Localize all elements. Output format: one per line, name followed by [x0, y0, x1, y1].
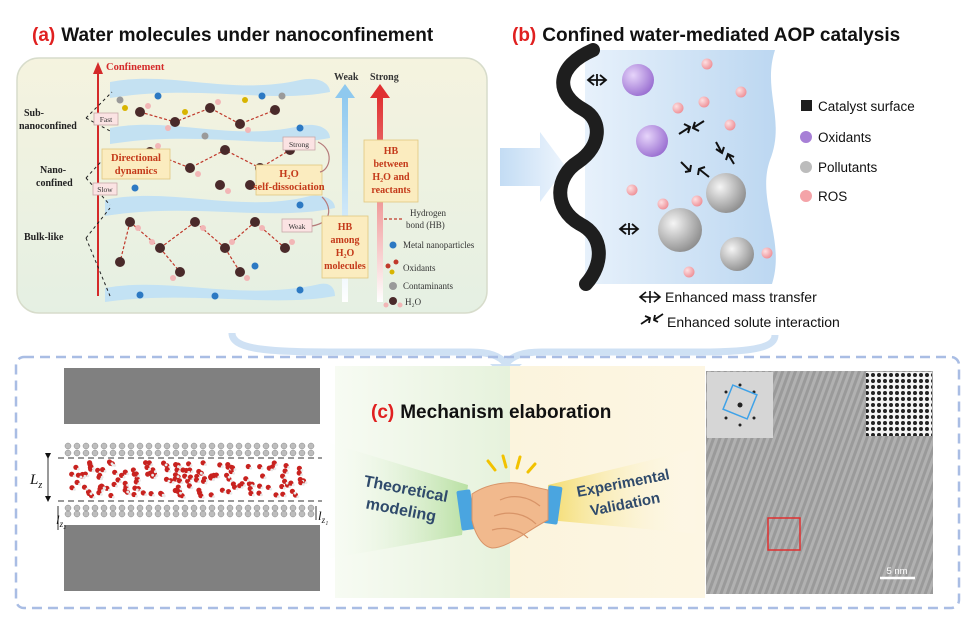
- fft-spots: [724, 383, 756, 427]
- oxidant-spheres: [622, 64, 668, 157]
- hb-between-line-4: reactants: [371, 185, 410, 196]
- directional-line-2: dynamics: [115, 166, 158, 177]
- hb-among-line-3: H₂O: [336, 248, 355, 259]
- oxidant-legend-icon: [385, 259, 399, 275]
- weak-arrow-head: [335, 84, 355, 98]
- directional-dynamics-box: [101, 148, 171, 180]
- fast-tag: [93, 112, 119, 126]
- catalyst-surface: [553, 43, 606, 291]
- pollutant-legend-dot-icon: [800, 161, 812, 173]
- hb-among-box: [321, 215, 369, 279]
- lz-label: Lz: [29, 472, 42, 491]
- legend-pollutants: Pollutants: [818, 160, 878, 175]
- panel-c-title: (c)Mechanism elaboration: [371, 402, 611, 423]
- oxidant-legend-dot-icon: [800, 131, 812, 143]
- lower-graphite-slab: [64, 525, 320, 591]
- region-sub-label-1: Sub-: [24, 108, 44, 119]
- legend-oxidants: Oxidants: [818, 130, 872, 145]
- panel-a-title: (a)Water molecules under nanoconfinement: [32, 25, 434, 46]
- slow-label: Slow: [97, 185, 113, 194]
- region-bulk-label: Bulk-like: [24, 232, 64, 243]
- selected-region-box: [767, 517, 801, 551]
- self-dissociation-box: [255, 164, 323, 196]
- region-sub-label-2: nanoconfined: [19, 121, 77, 132]
- experiment-ribbon: [548, 448, 700, 534]
- pollutant-spheres: [658, 173, 754, 271]
- lattice-inset: [866, 372, 932, 436]
- hb-among-line-2: among: [331, 235, 360, 246]
- ros-legend-dot-icon: [800, 190, 812, 202]
- solute-interaction-arrows: [678, 120, 735, 178]
- graphene-atom-rows: [64, 442, 315, 518]
- note-solute-interaction: Enhanced solute interaction: [667, 314, 840, 330]
- weak-arrow-shaft: [342, 96, 348, 302]
- relation-curves: [311, 141, 330, 227]
- legend-water: H₂O: [405, 297, 422, 307]
- strong-tag: [282, 136, 316, 151]
- legend-hb-line-2: bond (HB): [406, 220, 445, 230]
- upper-graphite-slab: [64, 368, 320, 424]
- hb-among-line-4: molecules: [324, 261, 366, 272]
- water-molecule-legend-icon: [383, 297, 403, 308]
- water-layer-waves: [105, 78, 335, 302]
- panel-b-legend: Catalyst surface Oxidants Pollutants ROS: [800, 99, 915, 204]
- legend-metal: Metal nanoparticles: [403, 240, 475, 250]
- panel-c-frame: [14, 355, 961, 610]
- lz2-label: lz₂: [56, 512, 66, 529]
- panel-a: Confinement Sub- nanoconfined Nano- conf…: [16, 57, 488, 314]
- hb-among-line-1: HB: [338, 222, 353, 233]
- self-dissociation-line-2: self-dissociation: [253, 182, 324, 193]
- scale-bar-label: 5 nm: [886, 566, 907, 577]
- fast-label: Fast: [100, 115, 113, 124]
- mass-transfer-arrows: [586, 74, 640, 235]
- note-mass-transfer: Enhanced mass transfer: [665, 289, 817, 305]
- hb-between-line-2: between: [374, 159, 409, 170]
- metal-nanoparticle-legend-icon: [389, 241, 397, 249]
- self-dissociation-line-1: H₂O: [279, 169, 298, 180]
- axis-strong-label: Strong: [370, 72, 399, 83]
- confined-water-molecules: [69, 459, 308, 499]
- handshake-icon: [456, 454, 563, 549]
- legend-contaminants: Contaminants: [403, 281, 453, 291]
- panel-a-legend: Hydrogen bond (HB) Metal nanoparticles O…: [383, 208, 475, 308]
- weak-label: Weak: [289, 222, 306, 231]
- fft-selection-square: [722, 384, 758, 420]
- legend-hb-line-1: Hydrogen: [410, 208, 446, 218]
- solute-interaction-note-icon: [640, 313, 664, 325]
- directional-line-1: Directional: [111, 153, 161, 164]
- legend-oxidants: Oxidants: [403, 263, 436, 273]
- panel-b-title: (b)Confined water-mediated AOP catalysis: [512, 25, 900, 46]
- hb-between-line-3: H₂O and: [372, 172, 410, 183]
- strong-label: Strong: [289, 140, 309, 149]
- confinement-label: Confinement: [106, 62, 165, 73]
- legend-ros: ROS: [818, 189, 847, 204]
- contaminant-legend-icon: [389, 282, 397, 290]
- region-nano-label-2: confined: [36, 178, 73, 189]
- slow-tag: [92, 182, 118, 196]
- hb-between-box: [363, 139, 419, 203]
- panel-c: Lz lz₂ lz₁ Theoretical modeling Experime…: [14, 355, 961, 610]
- mass-transfer-note-icon: [638, 291, 662, 303]
- panel-b: Catalyst surface Oxidants Pollutants ROS…: [553, 43, 915, 330]
- connector-brace: [228, 332, 779, 370]
- strong-arrow-head: [370, 84, 390, 98]
- legend-catalyst: Catalyst surface: [818, 99, 915, 114]
- transition-arrow: [500, 132, 566, 202]
- axis-weak-label: Weak: [334, 72, 359, 83]
- theory-ribbon: [320, 440, 468, 560]
- ros-spheres: [626, 58, 773, 278]
- catalyst-surface-legend-icon: [801, 100, 812, 111]
- hb-between-line-1: HB: [384, 146, 399, 157]
- region-nano-label-1: Nano-: [40, 165, 66, 176]
